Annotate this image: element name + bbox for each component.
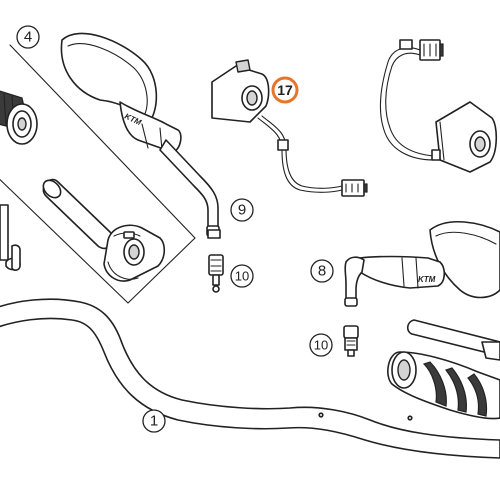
throttle-sleeve [42, 178, 114, 250]
callout-label-10b: 10 [314, 338, 328, 353]
callout-label-10a: 10 [235, 269, 249, 284]
callout-1: 1 [142, 409, 166, 433]
mirror-logo-right: KTM [418, 275, 436, 284]
left-mirror: KTM [60, 32, 220, 237]
callout-label-1: 1 [150, 413, 158, 430]
callout-8: 8 [310, 259, 334, 283]
right-switch [380, 39, 498, 173]
switch-17 [211, 59, 368, 197]
callout-label-8: 8 [318, 263, 326, 280]
handlebar [0, 298, 500, 459]
callout-10a: 10 [230, 264, 254, 288]
screw-10b [343, 325, 359, 357]
callout-label-9: 9 [238, 202, 246, 219]
nut-9 [207, 229, 221, 239]
callout-4: 4 [16, 25, 40, 49]
exploded-panel [0, 44, 196, 304]
right-grip [387, 341, 500, 420]
connector-right [419, 39, 444, 61]
callout-label-4: 4 [24, 29, 32, 46]
callout-10b: 10 [309, 333, 333, 357]
callout-9: 9 [230, 198, 254, 222]
grip-with-bar-end [0, 90, 38, 145]
callout-label-17: 17 [277, 82, 293, 98]
screw-10a [208, 254, 224, 293]
connector-17 [341, 179, 368, 197]
callout-17: 17 [271, 76, 299, 104]
throttle-housing [103, 224, 166, 282]
right-mirror: KTM [344, 220, 500, 307]
